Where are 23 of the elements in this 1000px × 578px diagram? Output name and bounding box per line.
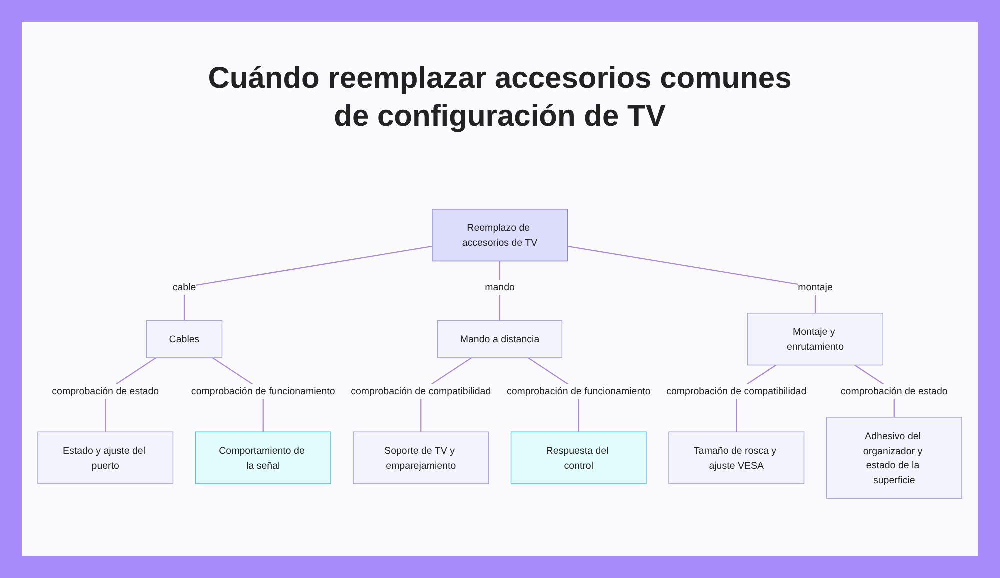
edge-label: comprobación de compatibilidad	[666, 386, 807, 397]
edge-label: comprobación de estado	[52, 386, 160, 397]
node-box	[38, 432, 174, 484]
edge-label: comprobación de estado	[840, 386, 948, 397]
node-box	[437, 320, 563, 358]
node-box	[668, 432, 805, 484]
node-box	[826, 417, 962, 499]
connector	[184, 246, 432, 321]
node-box	[748, 313, 884, 366]
node-box	[432, 209, 568, 262]
edge-label: comprobación de funcionamiento	[191, 386, 336, 397]
edge-label: comprobación de compatibilidad	[351, 386, 492, 397]
edge-label: mando	[485, 282, 515, 293]
node-box	[195, 432, 332, 484]
connector	[568, 246, 816, 314]
title: Cuándo reemplazar accesorios comunes de configuración de TV	[207, 61, 793, 134]
node-box	[146, 320, 223, 358]
edge-label: montaje	[798, 282, 833, 293]
edge-label: comprobación de funcionamiento	[506, 386, 651, 397]
card-background: Cuándo reemplazar accesorios comunes de configuración de TV cable mando montaje comprobación de estado comprobación de funcionamiento comprobación de compatibilidad comprobación de funcionamiento comprobación de compatibilidad comprobación de estado Reemplazo de accesorios de TV Cables Mando a distancia Montaje y enrutamiento Estado y ajuste del puerto Comportamiento de la señal Soporte de TV y emparejamiento Respuesta del control Tamaño de rosca y ajuste VESA Adhesivo del organizador y estado de la superficie	[22, 22, 978, 556]
node-box	[510, 432, 647, 484]
node-box	[353, 432, 490, 484]
edge-label: cable	[172, 282, 196, 293]
